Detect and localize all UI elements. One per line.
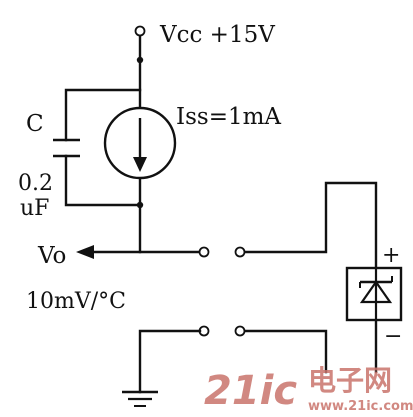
vo-terminal-left [198,246,210,258]
plus-label: + [382,243,400,268]
minus-label: − [384,324,402,349]
cap-wire-bottom [64,154,142,207]
current-source-symbol [103,106,177,180]
cap-value-label-1: 0.2 [18,171,53,196]
temperature-sensor-diode [345,266,403,322]
vo-arrow [76,245,94,259]
watermark-logo: 21ic 电子网 www.21ic.com [204,364,413,414]
vo-label: Vo [37,243,66,269]
sensitivity-label: 10mV/°C [26,289,126,314]
ground-wire [138,329,202,394]
watermark-digits: 21ic [204,368,297,414]
cap-value-label-2: uF [20,196,49,221]
cap-wire-top [64,88,142,142]
ground-icon [122,390,158,407]
capacitor-symbol [53,138,80,158]
gnd-terminal-right [234,325,246,337]
junction-top [136,56,144,64]
watermark-cjk: 电子网 [308,364,392,397]
cap-name-label: C [26,111,44,137]
sensor-wire-plus [243,181,378,270]
vcc-terminal [134,25,146,37]
vcc-label: Vcc +15V [159,22,275,48]
sensor-wire-minus-left [243,329,328,374]
iss-label: Iss=1mA [176,104,281,130]
vo-terminal-right [234,246,246,258]
watermark-url: www.21ic.com [308,399,413,414]
